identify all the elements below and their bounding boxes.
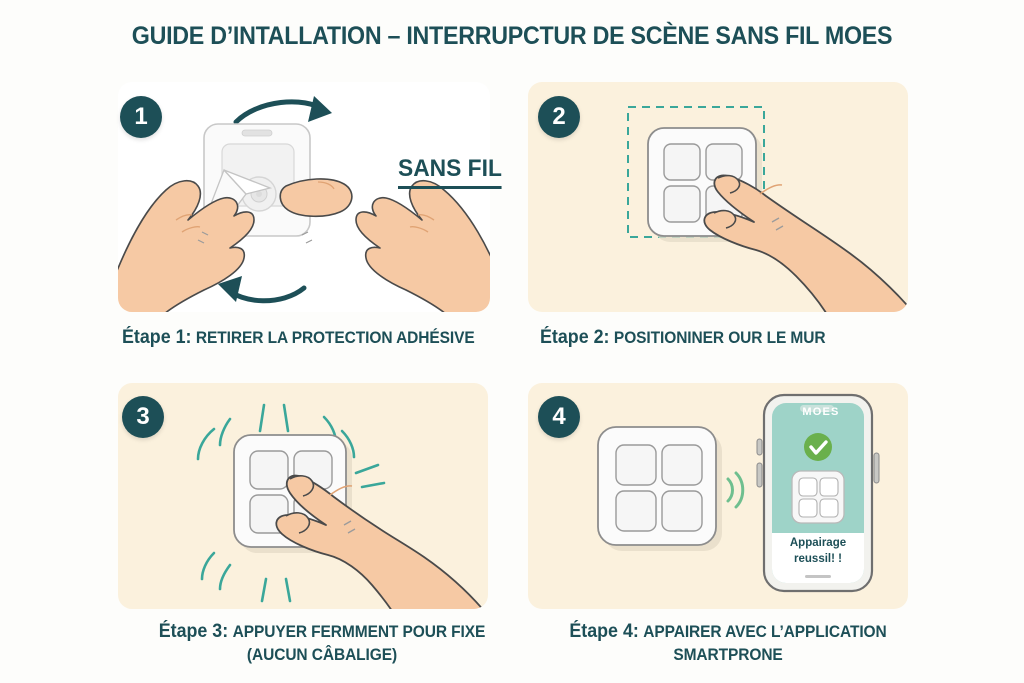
step-1-illustration xyxy=(118,96,490,312)
step-text-1: RETIRER LA PROTECTION ADHÉSIVE xyxy=(195,329,475,347)
step-caption-1: Étape 1: RETIRER LA PROTECTION ADHÉSIVE xyxy=(122,326,475,351)
four-button-switch xyxy=(647,127,757,237)
step-lead-4: Étape 4: xyxy=(569,621,639,642)
app-name-label: MOES xyxy=(802,406,840,418)
step-text-3: APPUYER FERMMENT POUR FIXE xyxy=(232,623,486,641)
wireless-signal-icon xyxy=(726,471,745,509)
step-caption-4: Étape 4: APPAIRER AVEC L’APPLICATION SMA… xyxy=(540,620,916,666)
step-caption-3: Étape 3: APPUYER FERMMENT POUR FIXE (AUC… xyxy=(134,620,510,666)
right-hand xyxy=(279,178,490,312)
step-card-4: MOES Appairage reussil! ! xyxy=(528,383,908,609)
pairing-message: Appairage reussil! ! xyxy=(772,536,864,567)
step-lead-2: Étape 2: xyxy=(540,327,610,348)
step-badge-2: 2 xyxy=(538,96,580,138)
step-text-3-line2: (AUCUN CÂBALIGE) xyxy=(246,645,398,664)
step-lead-3: Étape 3: xyxy=(158,621,229,642)
pairing-message-line1: Appairage xyxy=(789,537,847,549)
step-card-3 xyxy=(118,383,488,609)
step-4-illustration xyxy=(597,393,880,593)
step-card-1 xyxy=(118,82,490,312)
step-badge-1: 1 xyxy=(120,96,162,138)
rotate-arrow-bottom-icon xyxy=(218,276,307,304)
step-badge-3: 3 xyxy=(122,396,164,438)
alignment-guide-dashed-box xyxy=(627,106,765,238)
four-button-switch xyxy=(597,426,717,546)
rotate-arrow-top-icon xyxy=(233,96,332,125)
smartphone-mockup xyxy=(756,393,880,593)
pairing-message-line2: reussil! ! xyxy=(794,552,842,565)
step-2-illustration xyxy=(627,106,908,312)
left-hand xyxy=(118,180,255,312)
wireless-callout-label: SANS FIL xyxy=(398,155,502,189)
step-text-4: APPAIRER AVEC L’APPLICATION xyxy=(643,623,887,641)
page-title: GUIDE D’INTALLATION – INTERRUPCTUR DE SC… xyxy=(131,22,893,50)
positioning-hand xyxy=(703,174,908,312)
step-lead-1: Étape 1: xyxy=(122,327,192,348)
step-text-4-line2: SMARTPRONE xyxy=(673,645,783,664)
step-card-2 xyxy=(528,82,908,312)
step-text-2: POSITIONINER OUR LE MUR xyxy=(613,329,826,347)
step-badge-4: 4 xyxy=(538,396,580,438)
check-circle-icon xyxy=(804,433,832,461)
pressing-hand xyxy=(275,474,484,609)
step-caption-2: Étape 2: POSITIONINER OUR LE MUR xyxy=(540,326,826,351)
step-3-illustration xyxy=(196,403,484,609)
